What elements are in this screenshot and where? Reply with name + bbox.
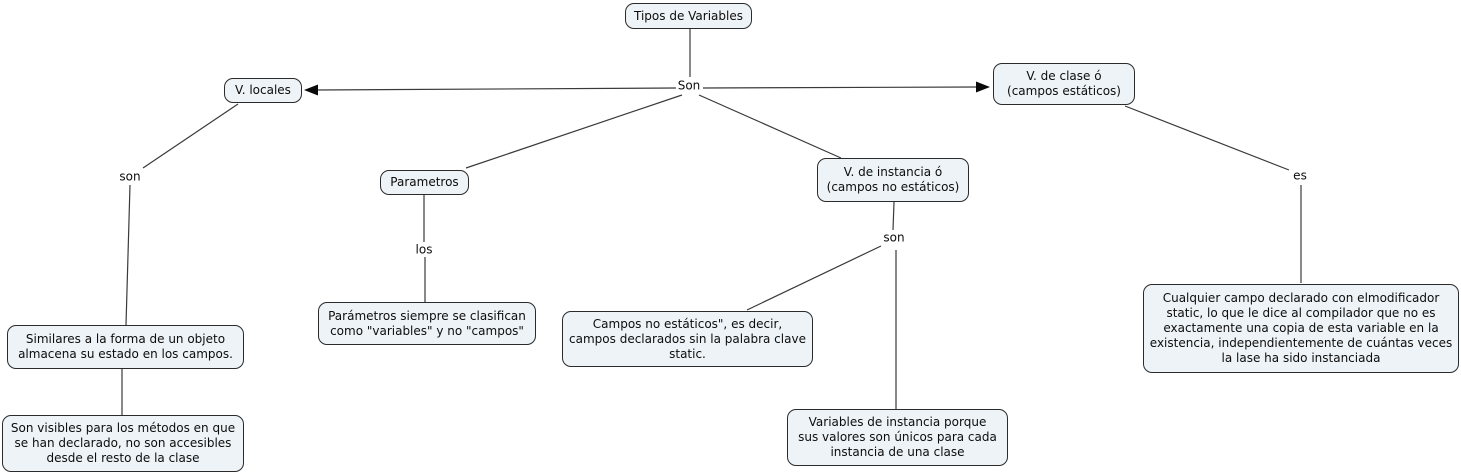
node-parametros-clasifican[interactable]: Parámetros siempre se clasifican como "v… — [318, 302, 536, 345]
node-label-variables-de-instancia: Variables de instancia porque sus valore… — [798, 415, 997, 459]
node-cualquier-campo[interactable]: Cualquier campo declarado con elmodifica… — [1143, 284, 1459, 373]
connector-vlocales-son — [142, 103, 239, 169]
node-label-son-visibles: Son visibles para los métodos en que se … — [10, 421, 236, 465]
node-label-v-locales: V. locales — [235, 83, 291, 97]
connector-son-vinstancia — [698, 94, 842, 159]
node-similares[interactable]: Similares a la forma de un objeto almace… — [7, 325, 244, 369]
node-label-cualquier-campo: Cualquier campo declarado con elmodifica… — [1149, 291, 1453, 365]
node-v-de-instancia[interactable]: V. de instancia ó (campos no estáticos) — [817, 158, 969, 202]
node-v-locales[interactable]: V. locales — [224, 78, 302, 103]
node-variables-de-instancia[interactable]: Variables de instancia porque sus valore… — [787, 409, 1008, 466]
connector-son-vclase — [702, 86, 978, 89]
node-label-v-de-clase: V. de clase ó (campos estáticos) — [1007, 69, 1121, 98]
node-son-visibles[interactable]: Son visibles para los métodos en que se … — [2, 415, 244, 472]
node-label-campos-no-estaticos: Campos no estáticos", es decir, campos d… — [569, 316, 806, 361]
node-label-similares: Similares a la forma de un objeto almace… — [18, 332, 233, 361]
node-parametros[interactable]: Parametros — [380, 170, 469, 195]
node-label-parametros-clasifican: Parámetros siempre se clasifican como "v… — [328, 308, 526, 338]
link-label-son-instancia[interactable]: son — [883, 230, 905, 245]
connector-vinstancia-son — [892, 201, 895, 231]
connector-son-camposnoestaticos — [746, 245, 882, 311]
node-label-tipos-de-variables: Tipos de Variables — [634, 8, 743, 23]
connector-son-parametros — [465, 94, 683, 169]
node-tipos-de-variables[interactable]: Tipos de Variables — [625, 3, 752, 29]
link-label-es[interactable]: es — [1293, 168, 1307, 183]
connector-son-similares — [125, 184, 131, 326]
connector-vclase-es — [1124, 105, 1290, 171]
node-label-v-de-instancia: V. de instancia ó (campos no estáticos) — [826, 165, 960, 194]
link-label-son-locales[interactable]: son — [119, 169, 141, 184]
link-label-son-root[interactable]: Son — [677, 78, 701, 93]
connector-son-vlocales — [316, 87, 677, 91]
link-label-los[interactable]: los — [415, 242, 433, 257]
node-campos-no-estaticos[interactable]: Campos no estáticos", es decir, campos d… — [562, 311, 813, 367]
arrowhead-vlocales — [304, 84, 318, 96]
node-v-de-clase[interactable]: V. de clase ó (campos estáticos) — [993, 63, 1135, 105]
node-label-parametros: Parametros — [390, 175, 459, 189]
arrowhead-vclase — [976, 81, 990, 93]
